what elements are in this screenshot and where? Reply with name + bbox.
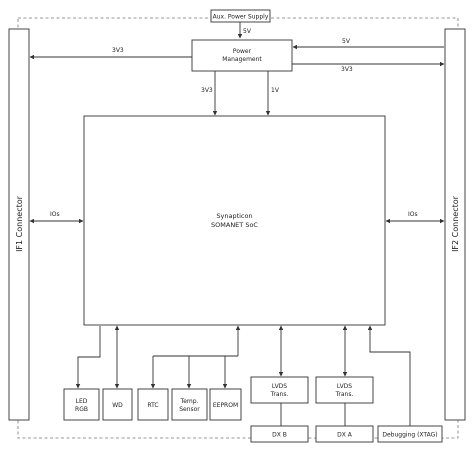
soc-label-2: SOMANET SoC [211, 221, 258, 229]
aux-power-supply-block [210, 9, 271, 23]
io-left-label: IOs [50, 211, 60, 218]
power-management-label-1: Power [233, 48, 252, 55]
if2-connector-label: IF2 Connector [451, 195, 460, 252]
led-rgb-label-2: RGB [75, 406, 88, 413]
aux-power-supply-label: Aux. Power Supply [213, 14, 269, 21]
dx-b-block [250, 425, 309, 443]
eeprom-block [209, 388, 242, 421]
dx-a-label: DX A [337, 432, 353, 439]
wd-block [102, 388, 133, 421]
rtc-label: RTC [147, 402, 158, 409]
if2-connector-block [444, 28, 466, 421]
soc-label-1: Synapticon [216, 212, 252, 220]
if1-connector-block [8, 28, 30, 421]
power-management-label-2: Management [222, 56, 262, 63]
lvds-trans-2-label-2: Trans. [335, 391, 354, 398]
pm-3v3-left-label: 3V3 [112, 47, 124, 54]
soc-to-led-line [75, 326, 101, 389]
lvds-trans-1-label-2: Trans. [270, 391, 289, 398]
temp-sensor-block [171, 388, 208, 421]
io-right-label: IOs [408, 211, 418, 218]
debug-to-soc-line [367, 325, 411, 426]
rtc-block [137, 388, 169, 421]
power-management-block [191, 39, 293, 72]
lvds-trans-1-label-1: LVDS [272, 383, 287, 390]
debugging-xtag-label: Debugging (XTAG) [382, 432, 437, 439]
temp-sensor-label-1: Temp. [180, 398, 199, 405]
eeprom-label: EEPROM [213, 402, 238, 409]
out-3v3-right-label: 3V3 [341, 66, 353, 73]
in-5v-right-label: 5V [342, 38, 351, 45]
pm-3v3-down-label: 3V3 [201, 87, 213, 94]
wd-label: WD [112, 402, 123, 409]
dx-b-label: DX B [272, 432, 287, 439]
temp-sensor-label-2: Sensor [179, 406, 200, 413]
lvds-trans-1-block [250, 376, 309, 404]
soc-block [83, 115, 386, 326]
pm-1v-down-label: 1V [271, 87, 280, 94]
led-rgb-label-1: LED [76, 398, 88, 405]
led-rgb-block [63, 388, 100, 421]
if1-connector-label: IF1 Connector [15, 195, 24, 252]
lvds-trans-2-block [315, 376, 374, 404]
aux-5v-label: 5V [243, 28, 252, 35]
dx-a-block [315, 425, 374, 443]
lvds-trans-2-label-1: LVDS [337, 383, 352, 390]
